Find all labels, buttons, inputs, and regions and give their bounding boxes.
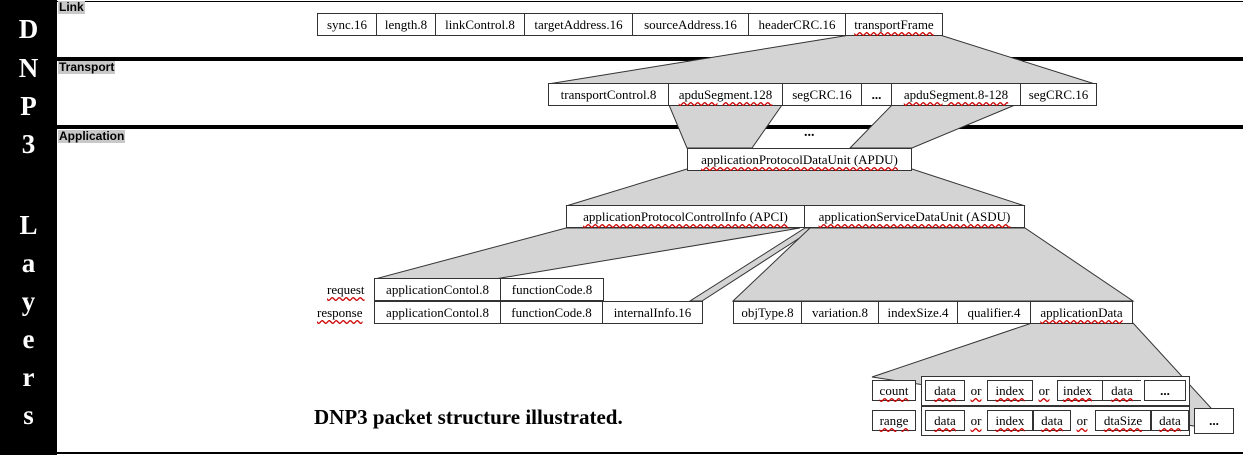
sidebar-subtitle-char: y <box>21 286 36 316</box>
response-field-internalinfo: internalInfo.16 <box>603 302 702 323</box>
link-field-linkcontrol: linkControl.8 <box>436 14 525 35</box>
response-row: applicationContol.8 functionCode.8 inter… <box>374 301 703 324</box>
count-item-or: or <box>970 383 982 398</box>
sidebar: D N P 3 L a y e r s <box>0 0 57 455</box>
range-label: range <box>872 410 916 431</box>
layer-label-transport: Transport <box>58 60 116 74</box>
transport-field-apdusegment: apduSegment.128 <box>669 84 783 105</box>
sidebar-title-char: D <box>18 14 39 44</box>
link-field-sourceaddress: sourceAddress.16 <box>633 14 749 35</box>
transport-segment-row: transportControl.8 apduSegment.128 segCR… <box>548 83 1097 106</box>
object-field-indexsize: indexSize.4 <box>879 302 958 323</box>
layer-label-link: Link <box>58 0 85 14</box>
layer-divider-application <box>57 125 1243 129</box>
sidebar-title-char: 3 <box>21 129 36 159</box>
range-item-data-2: data <box>1033 410 1071 431</box>
transport-continuation-ellipsis: ... <box>804 125 815 140</box>
top-border <box>57 1 1243 2</box>
sidebar-title-char: N <box>18 53 39 83</box>
link-field-length: length.8 <box>377 14 436 35</box>
bottom-border <box>57 452 1243 454</box>
transport-field-segcrc: segCRC.16 <box>783 84 862 105</box>
transport-field-apdusegment-last: apduSegment.8-128 <box>892 84 1021 105</box>
sidebar-title-char: P <box>20 91 37 121</box>
object-field-objtype: objType.8 <box>734 302 802 323</box>
asdu-box: applicationServiceDataUnit (ASDU) <box>805 206 1024 227</box>
count-item-data: data <box>925 380 965 401</box>
count-item-or: or <box>1038 383 1050 398</box>
transport-field-ellipsis: ... <box>862 84 892 105</box>
funnel-apdu-to-apci-asdu <box>565 168 1026 207</box>
range-item-or-2: or <box>1076 413 1088 428</box>
response-field-functioncode: functionCode.8 <box>501 302 603 323</box>
range-item-ellipsis: ... <box>1194 408 1234 434</box>
link-field-transportframe: transportFrame <box>846 14 942 35</box>
funnel-segment-2-to-apdu <box>848 104 1016 149</box>
apdu-box: applicationProtocolDataUnit (APDU) <box>688 149 911 170</box>
request-row: applicationContol.8 functionCode.8 <box>374 278 604 301</box>
apdu-row: applicationProtocolDataUnit (APDU) <box>687 148 912 171</box>
count-item-index-2: index <box>1063 383 1092 398</box>
funnel-transportframe-to-transport <box>547 34 1096 85</box>
link-field-targetaddress: targetAddress.16 <box>525 14 633 35</box>
range-item-data: data <box>925 410 965 431</box>
transport-field-segcrc-last: segCRC.16 <box>1021 84 1096 105</box>
range-item-dtasize: dtaSize <box>1095 410 1151 431</box>
link-field-headercrc: headerCRC.16 <box>749 14 846 35</box>
sidebar-subtitle-char: s <box>23 400 34 430</box>
count-label: count <box>872 380 916 401</box>
link-field-sync: sync.16 <box>318 14 377 35</box>
response-field-applicationcontrol: applicationContol.8 <box>375 302 501 323</box>
range-item-data-3: data <box>1151 410 1189 431</box>
request-label: request <box>327 282 365 297</box>
object-field-applicationdata: applicationData <box>1031 302 1132 323</box>
count-item-index: index <box>987 380 1033 401</box>
link-frame-row: sync.16 length.8 linkControl.8 targetAdd… <box>317 13 943 36</box>
request-field-applicationcontrol: applicationContol.8 <box>375 279 501 300</box>
apdu-label: applicationProtocolDataUnit (APDU) <box>701 152 898 167</box>
sidebar-subtitle-char: L <box>19 210 38 240</box>
object-field-qualifier: qualifier.4 <box>958 302 1031 323</box>
sidebar-subtitle-char: r <box>22 362 35 392</box>
transport-field-control: transportControl.8 <box>549 84 669 105</box>
object-field-variation: variation.8 <box>802 302 879 323</box>
object-header-row: objType.8 variation.8 indexSize.4 qualif… <box>733 301 1133 324</box>
response-label: response <box>317 305 363 320</box>
count-item-ellipsis: ... <box>1144 380 1186 401</box>
layer-label-application: Application <box>58 129 126 143</box>
diagram-caption: DNP3 packet structure illustrated. <box>314 405 623 429</box>
request-field-functioncode: functionCode.8 <box>501 279 603 300</box>
funnel-segment-1-to-apdu <box>668 104 783 149</box>
apci-box: applicationProtocolControlInfo (APCI) <box>567 206 805 227</box>
sidebar-subtitle-char: e <box>22 324 35 354</box>
count-item-data-2: data <box>1102 381 1141 400</box>
range-item-index: index <box>987 410 1033 431</box>
apci-asdu-row: applicationProtocolControlInfo (APCI) ap… <box>566 205 1025 228</box>
funnel-asdu-to-objects <box>731 227 1135 302</box>
sidebar-subtitle-char: a <box>21 248 36 278</box>
layer-divider-transport <box>57 57 1243 61</box>
range-item-or: or <box>970 413 982 428</box>
